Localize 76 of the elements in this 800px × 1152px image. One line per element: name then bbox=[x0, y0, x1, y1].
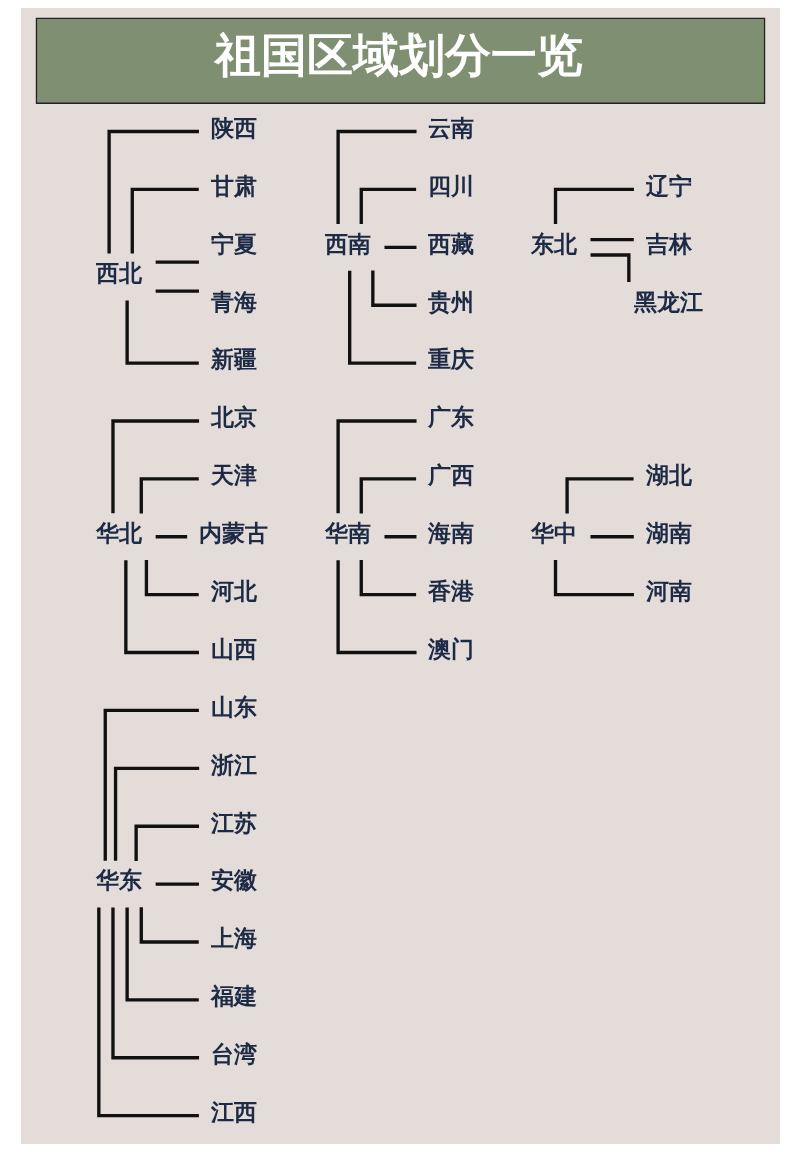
node-text: 广西 bbox=[427, 462, 474, 489]
node-text: 山东 bbox=[210, 693, 257, 720]
connector bbox=[110, 907, 199, 1060]
connector bbox=[553, 187, 634, 225]
node-text: 湖北 bbox=[645, 462, 692, 489]
connector bbox=[106, 129, 199, 254]
diagram-title: 祖国区域划分一览 bbox=[214, 27, 583, 82]
node-text: 澳门 bbox=[427, 635, 474, 662]
node-text: 辽宁 bbox=[645, 172, 692, 199]
connector bbox=[155, 289, 199, 293]
connector bbox=[103, 708, 199, 861]
node-text: 天津 bbox=[210, 462, 257, 489]
connector bbox=[359, 187, 416, 225]
connector bbox=[359, 477, 416, 514]
connector bbox=[589, 535, 634, 539]
node-text: 台湾 bbox=[210, 1041, 257, 1068]
node-text: 河南 bbox=[645, 578, 692, 605]
node-text: 华南 bbox=[324, 520, 371, 547]
node-text: 云南 bbox=[427, 114, 474, 141]
node-text: 宁夏 bbox=[210, 230, 257, 257]
connector bbox=[359, 559, 416, 597]
node-text: 安徽 bbox=[210, 867, 257, 894]
connector bbox=[113, 766, 199, 861]
node-text: 上海 bbox=[210, 925, 257, 952]
connector bbox=[383, 245, 416, 249]
node-text: 贵州 bbox=[427, 288, 474, 315]
node-text: 北京 bbox=[210, 404, 257, 431]
node-text: 黑龙江 bbox=[633, 288, 703, 315]
connector bbox=[335, 560, 417, 655]
connector bbox=[370, 270, 417, 307]
node-text: 江苏 bbox=[210, 809, 257, 836]
node-text: 青海 bbox=[210, 288, 257, 315]
node-text: 海南 bbox=[427, 520, 474, 547]
node-text: 江西 bbox=[210, 1099, 257, 1126]
node-text: 山西 bbox=[210, 635, 257, 662]
node-text: 西藏 bbox=[427, 230, 474, 257]
connector bbox=[139, 907, 199, 944]
connector bbox=[133, 824, 199, 861]
connector bbox=[553, 559, 634, 597]
node-text: 香港 bbox=[427, 578, 474, 605]
connector bbox=[347, 270, 416, 365]
node-text: 重庆 bbox=[427, 346, 474, 373]
connector bbox=[155, 882, 199, 886]
connector bbox=[155, 535, 187, 539]
connector bbox=[335, 129, 417, 224]
node-text: 内蒙古 bbox=[198, 520, 268, 547]
connector bbox=[96, 907, 199, 1118]
node-text: 华东 bbox=[95, 867, 142, 894]
node-text: 华北 bbox=[95, 520, 142, 547]
connector bbox=[124, 300, 199, 365]
connector bbox=[155, 260, 199, 264]
node-text: 浙江 bbox=[210, 751, 257, 778]
node-text: 陕西 bbox=[210, 114, 257, 141]
node-text: 华中 bbox=[530, 520, 577, 547]
node-text: 广东 bbox=[427, 404, 474, 431]
node-text: 湖南 bbox=[645, 520, 692, 547]
connector bbox=[590, 253, 630, 282]
node-text: 四川 bbox=[427, 172, 474, 199]
connector bbox=[124, 907, 199, 1002]
node-text: 河北 bbox=[210, 578, 257, 605]
node-text: 新疆 bbox=[210, 346, 257, 373]
connector bbox=[130, 187, 199, 254]
connector bbox=[564, 477, 634, 514]
node-text: 西北 bbox=[95, 260, 142, 287]
connector bbox=[123, 560, 199, 655]
connector bbox=[335, 419, 417, 514]
node-text: 东北 bbox=[530, 230, 577, 257]
connector bbox=[589, 237, 634, 242]
node-text: 吉林 bbox=[645, 230, 692, 257]
node-text: 福建 bbox=[210, 983, 257, 1010]
connector bbox=[144, 559, 199, 597]
node-text: 西南 bbox=[324, 230, 371, 257]
node-text: 甘肃 bbox=[210, 172, 257, 199]
connector bbox=[139, 477, 199, 514]
connector bbox=[383, 535, 416, 539]
connector bbox=[110, 419, 199, 514]
